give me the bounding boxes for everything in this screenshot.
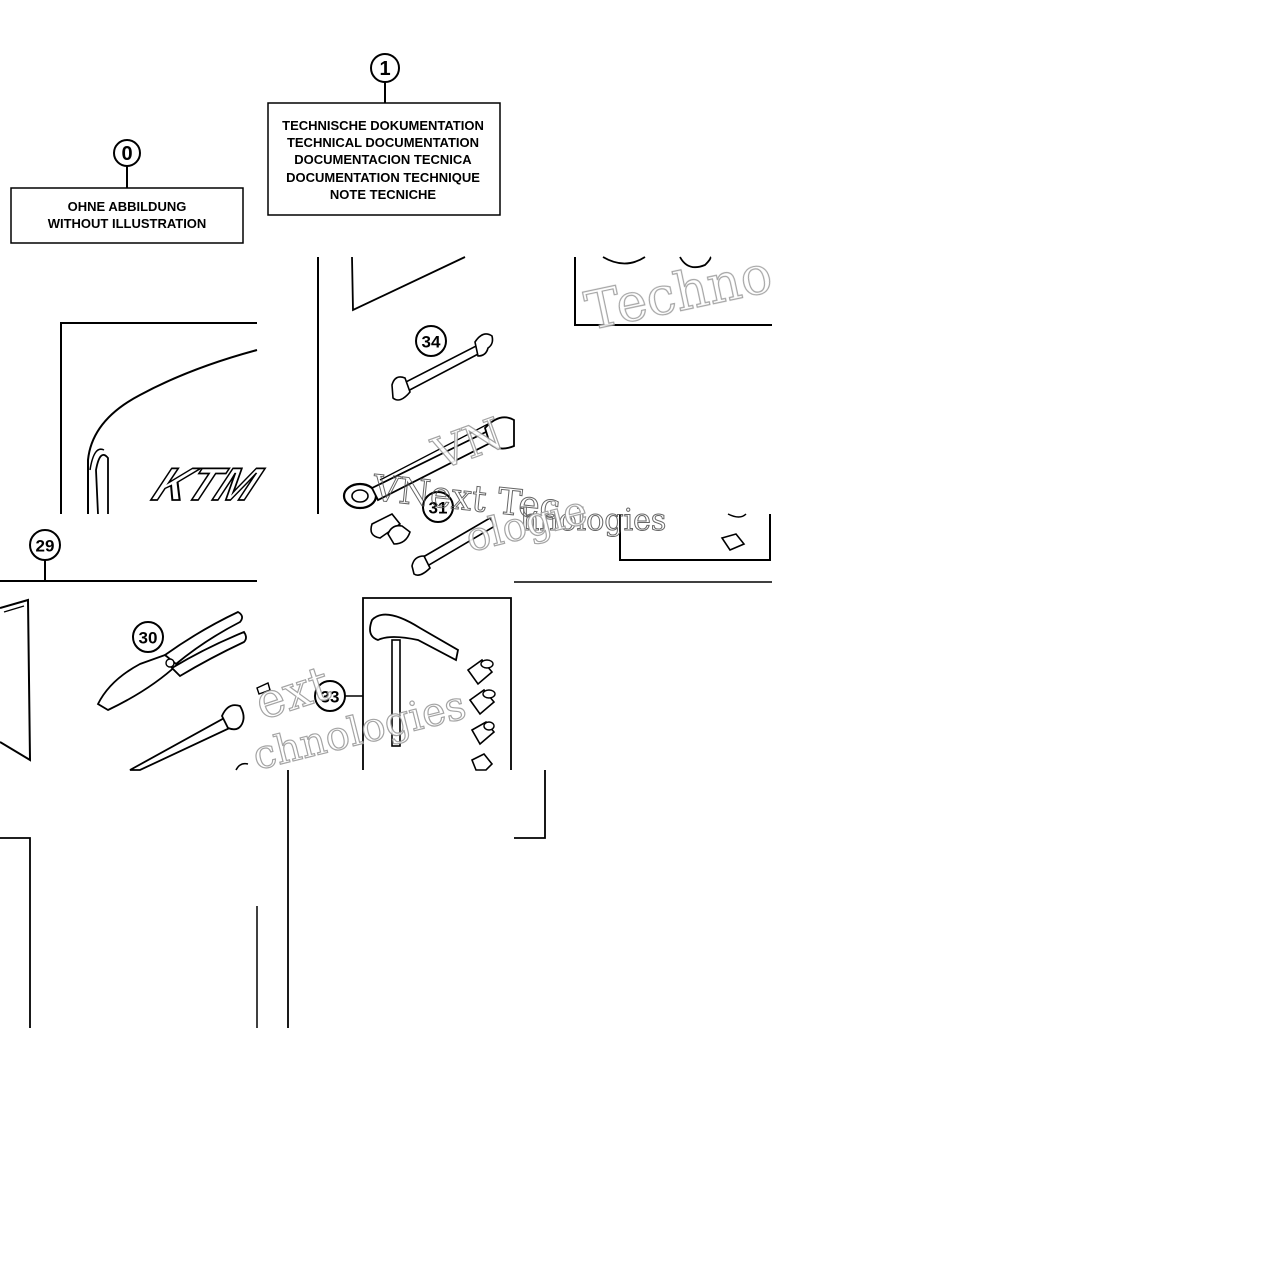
small-wrenches-31 <box>370 512 497 576</box>
box-technical-documentation: TECHNISCHE DOKUMENTATION TECHNICAL DOCUM… <box>267 102 501 216</box>
callout-34: 34 <box>415 325 447 357</box>
callout-0: 0 <box>113 139 141 188</box>
callout-29: 29 <box>0 529 257 582</box>
box1-line-4: DOCUMENTATION TECHNIQUE <box>286 170 480 185</box>
open-end-wrench-lower <box>129 704 249 771</box>
tool-box-fragment-right <box>514 513 772 583</box>
socket-1 <box>466 658 494 686</box>
callout-31: 31 <box>422 491 454 523</box>
small-part-fragment <box>256 682 271 695</box>
callout-0-number: 0 <box>121 143 132 165</box>
box1-line-2: TECHNICAL DOCUMENTATION <box>287 135 479 150</box>
callout-34-number: 34 <box>422 333 441 352</box>
box0-line-2: WITHOUT ILLUSTRATION <box>48 216 207 231</box>
ring-wrench-set-31 <box>342 416 515 510</box>
tool-bag-illustration: KTM <box>60 322 271 515</box>
callout-29-number: 29 <box>36 537 55 556</box>
socket-3 <box>470 720 496 746</box>
box1-line-3: DOCUMENTACION TECNICA <box>294 152 472 167</box>
tool-box-fragment-top <box>574 256 772 326</box>
ktm-logo: KTM <box>144 458 271 511</box>
frame-lines-lower <box>0 770 546 1028</box>
callout-31-number: 31 <box>429 499 448 518</box>
pliers-30 <box>96 610 247 712</box>
open-end-wrench-34 <box>391 333 494 401</box>
box0-line-1: OHNE ABBILDUNG <box>68 199 187 214</box>
callout-1-number: 1 <box>379 58 390 80</box>
callout-33-number: 33 <box>321 688 340 707</box>
callout-33: 33 <box>314 680 346 712</box>
watermark-3: hnologies <box>520 503 666 538</box>
callout-30: 30 <box>132 621 164 653</box>
socket-2 <box>468 688 496 716</box>
box-without-illustration: OHNE ABBILDUNG WITHOUT ILLUSTRATION <box>10 187 244 244</box>
ktm-logo-text: KTM <box>145 459 270 510</box>
socket-4 <box>470 752 494 771</box>
box1-line-1: TECHNISCHE DOKUMENTATION <box>282 118 484 133</box>
wrench-illustrations: 34 31 <box>317 256 515 523</box>
callout-1: 1 <box>370 53 400 103</box>
callout-30-number: 30 <box>139 629 158 648</box>
box1-line-5: NOTE TECNICHE <box>330 187 437 202</box>
t-handle-socket-set-33 <box>345 597 512 771</box>
tool-bag-content-left <box>0 598 32 762</box>
